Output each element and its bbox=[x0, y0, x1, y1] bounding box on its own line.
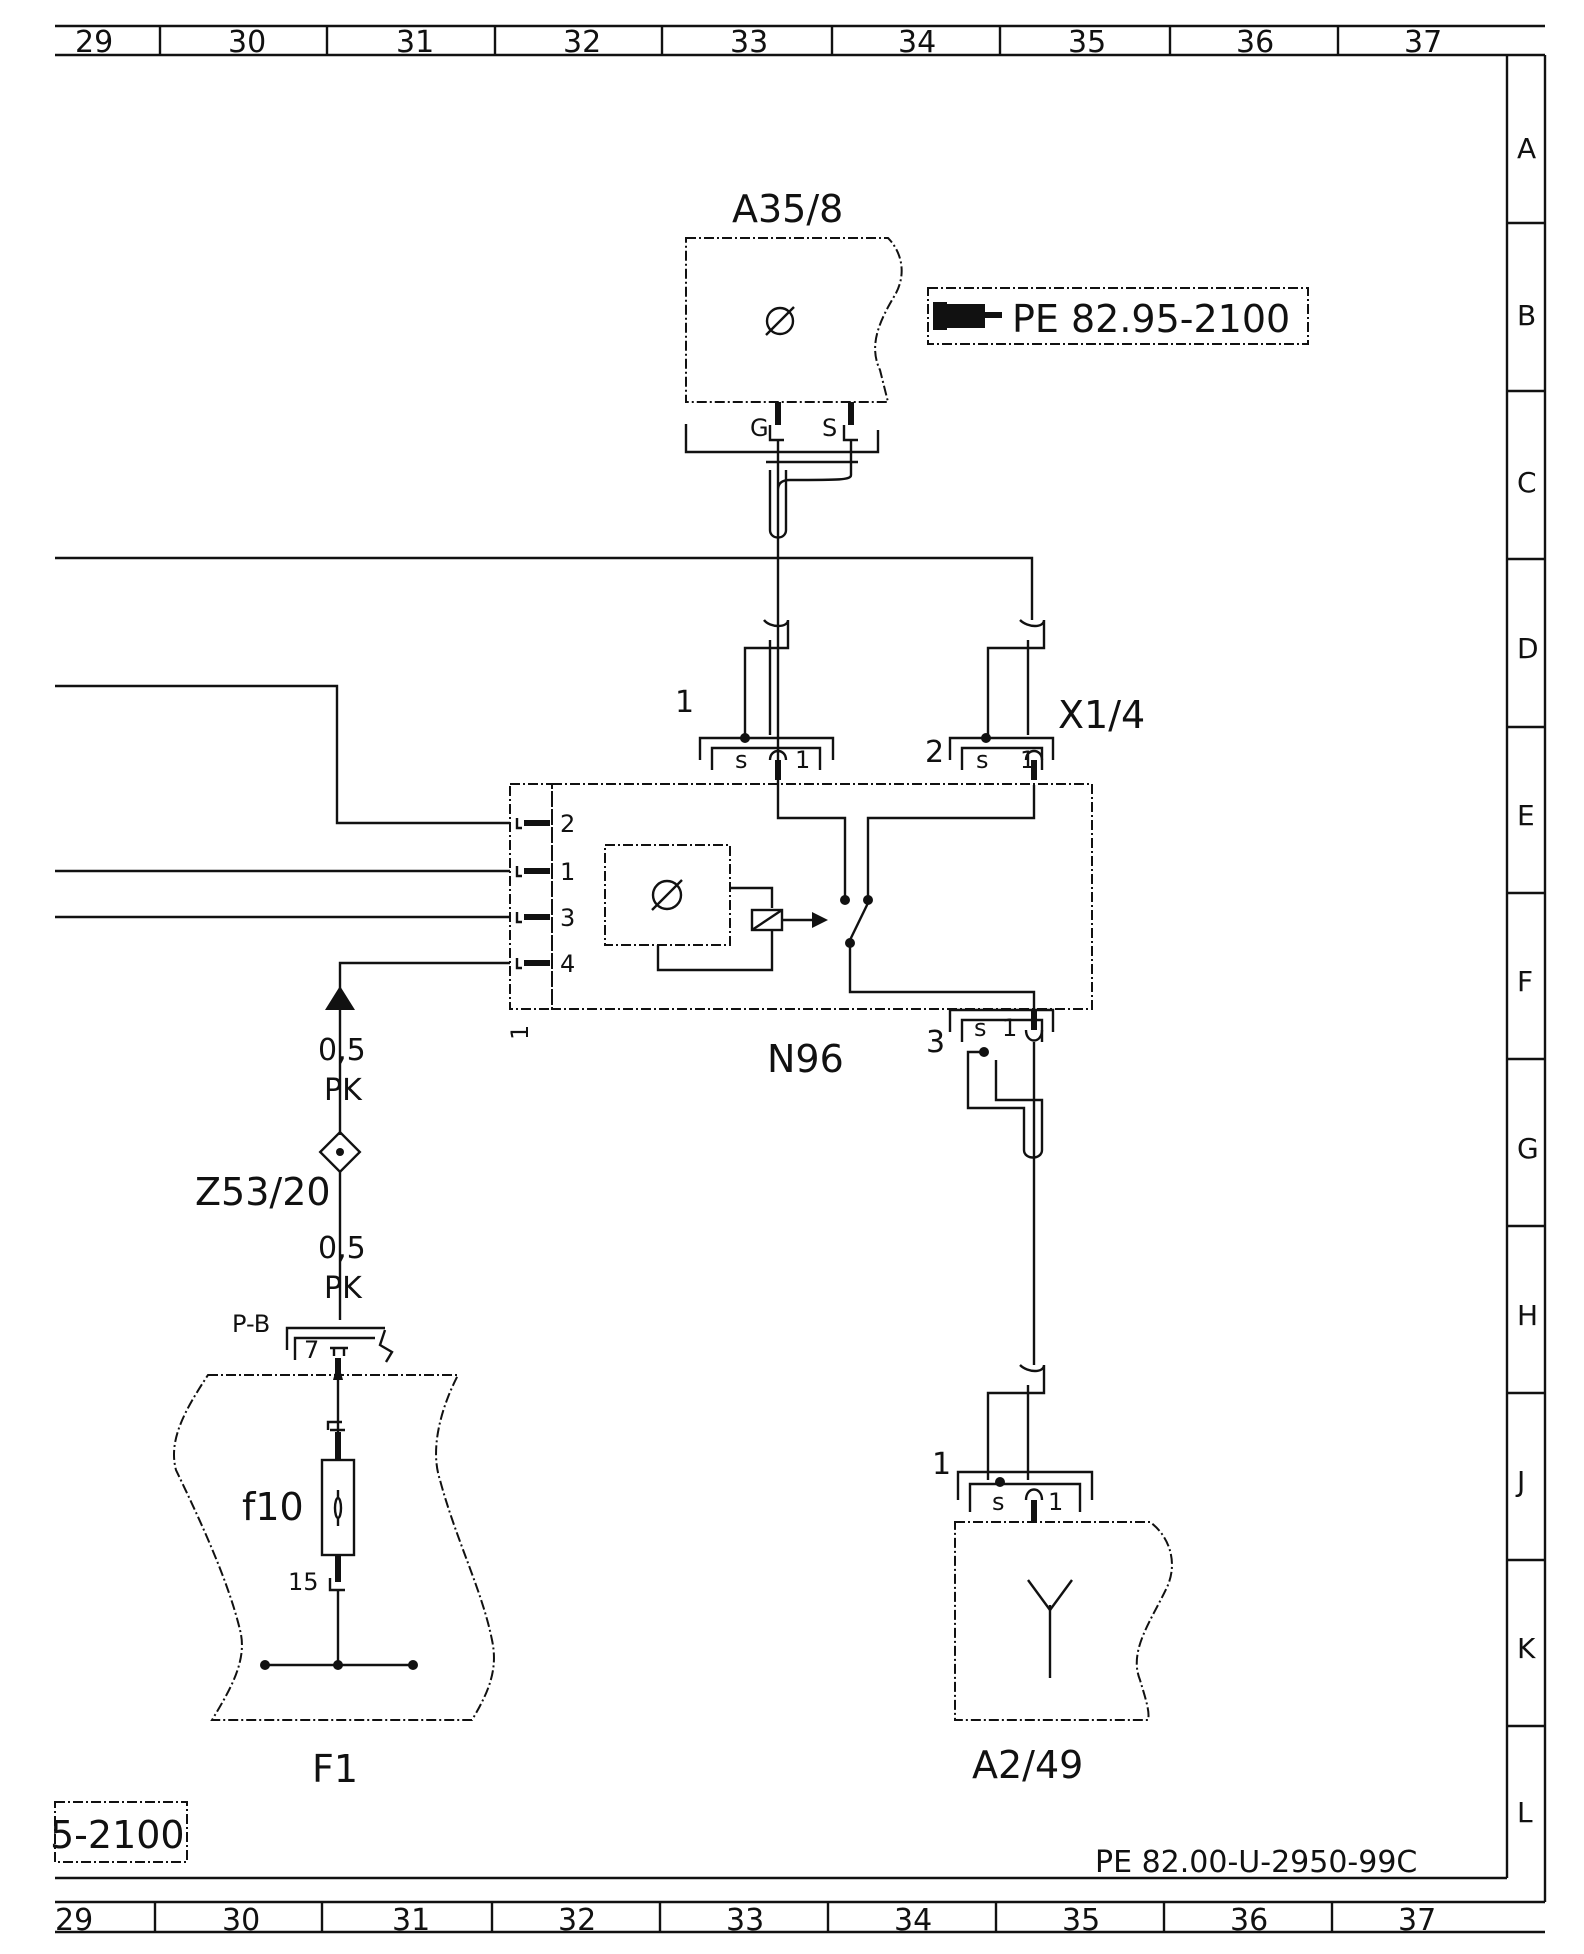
row-h: H bbox=[1517, 1299, 1538, 1332]
col-34-bottom: 34 bbox=[894, 1903, 932, 1938]
col-31-top: 31 bbox=[396, 25, 434, 60]
a249-1: 1 bbox=[1048, 1488, 1063, 1516]
col-29-top: 29 bbox=[75, 25, 113, 60]
left-reference-box[interactable]: 5-2100 bbox=[50, 1801, 188, 1863]
col-37-bottom: 37 bbox=[1398, 1903, 1436, 1938]
fuse-icon bbox=[320, 1458, 356, 1557]
connector-2: 2 s 1 X1/4 bbox=[925, 619, 1145, 780]
conn3-s: s bbox=[974, 1014, 987, 1042]
wire-color-1: PK bbox=[324, 1073, 363, 1108]
col-32-bottom: 32 bbox=[558, 1903, 596, 1938]
row-l: L bbox=[1517, 1796, 1533, 1829]
col-36-top: 36 bbox=[1236, 25, 1274, 60]
wire-gauge-2: 0,5 bbox=[318, 1231, 366, 1266]
label-f1: F1 bbox=[312, 1747, 358, 1791]
conn1-1: 1 bbox=[795, 746, 810, 774]
col-34-top: 34 bbox=[898, 25, 936, 60]
n96-corner-mark: 1 bbox=[506, 1025, 534, 1040]
wire-color-2: PK bbox=[324, 1271, 363, 1306]
n96-pin-2: 2 bbox=[560, 810, 575, 838]
fuse-pin-15: 15 bbox=[288, 1568, 319, 1596]
component-z53-20: Z53/20 0,5 PK bbox=[195, 1130, 366, 1320]
label-a35-8: A35/8 bbox=[732, 187, 843, 231]
a249-conn-num: 1 bbox=[932, 1447, 951, 1482]
n96-pin-3: 3 bbox=[560, 904, 575, 932]
n96-sensor-symbol bbox=[651, 879, 683, 911]
conn1-num: 1 bbox=[675, 685, 694, 720]
n96-pins: 2 1 3 4 bbox=[515, 810, 575, 978]
row-f: F bbox=[1517, 965, 1533, 998]
connector-p-b: P-B 7 bbox=[232, 1310, 394, 1380]
conn3-1: 1 bbox=[1002, 1014, 1017, 1042]
feed-wire: 0,5 PK bbox=[318, 961, 510, 1135]
conn3-num: 3 bbox=[926, 1025, 945, 1060]
column-scale-top: 29 30 31 32 33 34 35 36 37 bbox=[75, 25, 1442, 60]
col-35-top: 35 bbox=[1068, 25, 1106, 60]
row-b: B bbox=[1517, 299, 1536, 332]
row-scale-right: A B C D E F G H J K L bbox=[1507, 132, 1545, 1829]
col-37-top: 37 bbox=[1404, 25, 1442, 60]
row-d: D bbox=[1517, 632, 1539, 665]
arrow-up-icon bbox=[325, 986, 355, 1010]
row-k: K bbox=[1517, 1632, 1536, 1665]
label-f10: f10 bbox=[242, 1485, 304, 1529]
a249-s: s bbox=[992, 1488, 1005, 1516]
n96-pin-4: 4 bbox=[560, 950, 575, 978]
col-30-top: 30 bbox=[228, 25, 266, 60]
label-p-b: P-B bbox=[232, 1310, 270, 1338]
connector-1: 1 s 1 bbox=[675, 619, 835, 780]
column-scale-bottom: 29 30 31 32 33 34 35 36 37 bbox=[55, 1902, 1436, 1938]
component-f1: f10 15 F1 bbox=[173, 1374, 495, 1791]
row-j: J bbox=[1515, 1465, 1525, 1498]
pe-reference-box[interactable]: PE 82.95-2100 bbox=[927, 287, 1309, 345]
hand-pointer-icon bbox=[933, 302, 1002, 330]
antenna-icon bbox=[1027, 1579, 1073, 1678]
pb-pin-7: 7 bbox=[304, 1336, 319, 1364]
document-code: PE 82.00-U-2950-99C bbox=[1095, 1845, 1417, 1880]
col-36-bottom: 36 bbox=[1230, 1903, 1268, 1938]
col-29-bottom: 29 bbox=[55, 1903, 93, 1938]
col-32-top: 32 bbox=[563, 25, 601, 60]
row-c: C bbox=[1517, 466, 1537, 499]
col-30-bottom: 30 bbox=[222, 1903, 260, 1938]
label-x1-4: X1/4 bbox=[1058, 693, 1145, 737]
drawing-frame bbox=[55, 24, 1547, 1934]
left-ref-text: 5-2100 bbox=[50, 1813, 185, 1857]
component-n96: 2 1 3 4 1 N96 bbox=[506, 783, 1093, 1081]
pin-g: G bbox=[750, 414, 769, 442]
conn2-num: 2 bbox=[925, 735, 944, 770]
label-z53-20: Z53/20 bbox=[195, 1170, 331, 1214]
row-g: G bbox=[1517, 1132, 1539, 1165]
connector-3: 3 s 1 bbox=[926, 1008, 1055, 1365]
component-a35-8: A35/8 G S bbox=[684, 187, 903, 539]
col-35-bottom: 35 bbox=[1062, 1903, 1100, 1938]
conn2-s: s bbox=[976, 746, 989, 774]
row-e: E bbox=[1517, 799, 1535, 832]
col-33-bottom: 33 bbox=[726, 1903, 764, 1938]
pin-s: S bbox=[822, 414, 837, 442]
row-a: A bbox=[1517, 132, 1536, 165]
col-31-bottom: 31 bbox=[392, 1903, 430, 1938]
label-a2-49: A2/49 bbox=[972, 1743, 1083, 1787]
sensor-symbol bbox=[765, 306, 795, 336]
label-n96: N96 bbox=[767, 1037, 844, 1081]
pe-ref-text: PE 82.95-2100 bbox=[1012, 297, 1290, 341]
conn1-s: s bbox=[735, 746, 748, 774]
wire-gauge-1: 0,5 bbox=[318, 1033, 366, 1068]
component-a2-49: 1 s 1 A2/49 bbox=[932, 1364, 1173, 1787]
n96-pin-1: 1 bbox=[560, 858, 575, 886]
col-33-top: 33 bbox=[730, 25, 768, 60]
